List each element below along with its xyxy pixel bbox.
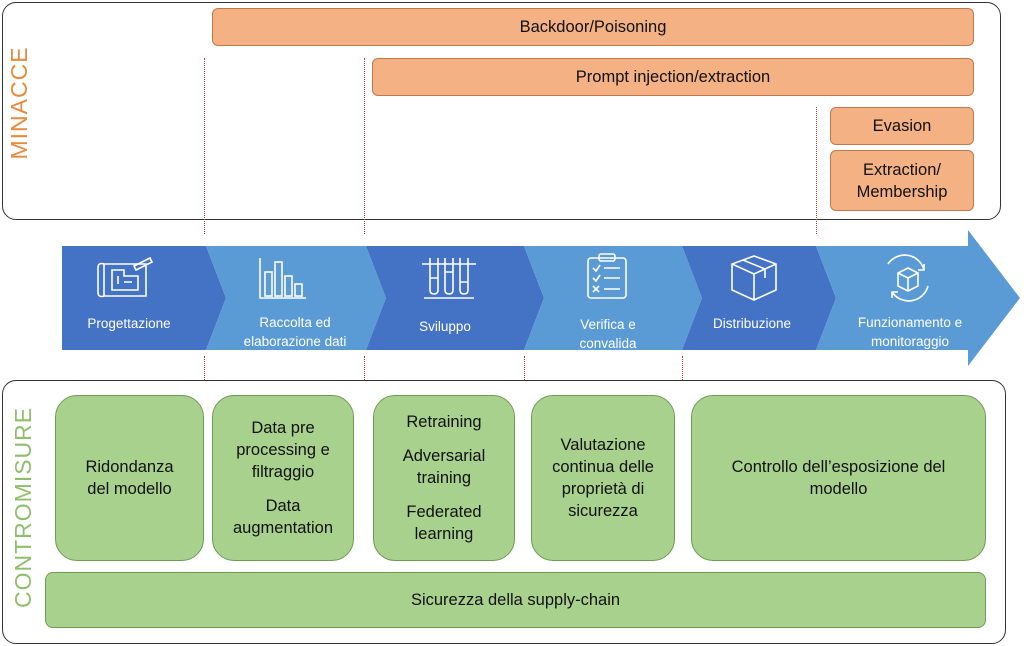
test-tubes-icon [422,258,476,299]
cycle-box-icon [887,254,929,302]
countermeasure-valutazione: Valutazione continua delle proprietà di … [531,395,675,561]
stage-label-distribuzione: Distribuzione [712,316,792,331]
countermeasures-panel-label: CONTROMISURE [10,406,36,608]
separator-line [682,356,683,396]
separator-line [364,58,365,234]
stage-label-raccolta: Raccolta ed elaborazione dati [243,315,347,349]
stage-label-sviluppo: Sviluppo [419,319,471,334]
threat-prompt-injection: Prompt injection/extraction [372,58,974,96]
countermeasure-controllo: Controllo dell’esposizione del modello [691,395,986,561]
countermeasure-text: Adversarial training [402,447,486,487]
countermeasure-ridondanza: Ridondanza del modello [55,395,204,561]
separator-line [816,107,817,234]
countermeasure-data: Data pre processing e filtraggio Data au… [212,395,354,561]
separator-line [204,58,205,234]
box-icon [731,255,777,301]
countermeasure-text: Sicurezza della supply-chain [410,591,621,609]
countermeasure-text: Data pre processing e filtraggio [236,419,330,481]
stage-label-progettazione: Progettazione [87,316,171,331]
countermeasure-text: Valutazione continua delle proprietà di … [552,436,654,520]
stage-chevron-progettazione [62,246,226,350]
countermeasure-text: Controllo dell’esposizione del modello [731,458,946,498]
separator-line [204,356,205,396]
separator-line [524,356,525,396]
blueprint-icon [97,256,154,298]
countermeasure-training: Retraining Adversarial training Federate… [373,395,515,561]
stage-label-funzionamento: Funzionamento e monitoraggio [857,315,963,349]
countermeasure-text: Federated learning [406,503,482,543]
checklist-icon [587,253,627,299]
countermeasure-supply-chain: Sicurezza della supply-chain [45,572,986,628]
countermeasure-text: Ridondanza del modello [85,458,174,498]
threat-evasion: Evasion [830,107,974,145]
countermeasure-text: Retraining [406,413,482,431]
countermeasure-text: Data augmentation [233,497,333,537]
stage-label-verifica: Verifica e convalida [579,317,637,351]
bar-chart-icon [259,258,306,299]
threat-backdoor-poisoning: Backdoor/Poisoning [212,8,974,46]
threat-extraction-membership: Extraction/ Membership [830,150,974,211]
